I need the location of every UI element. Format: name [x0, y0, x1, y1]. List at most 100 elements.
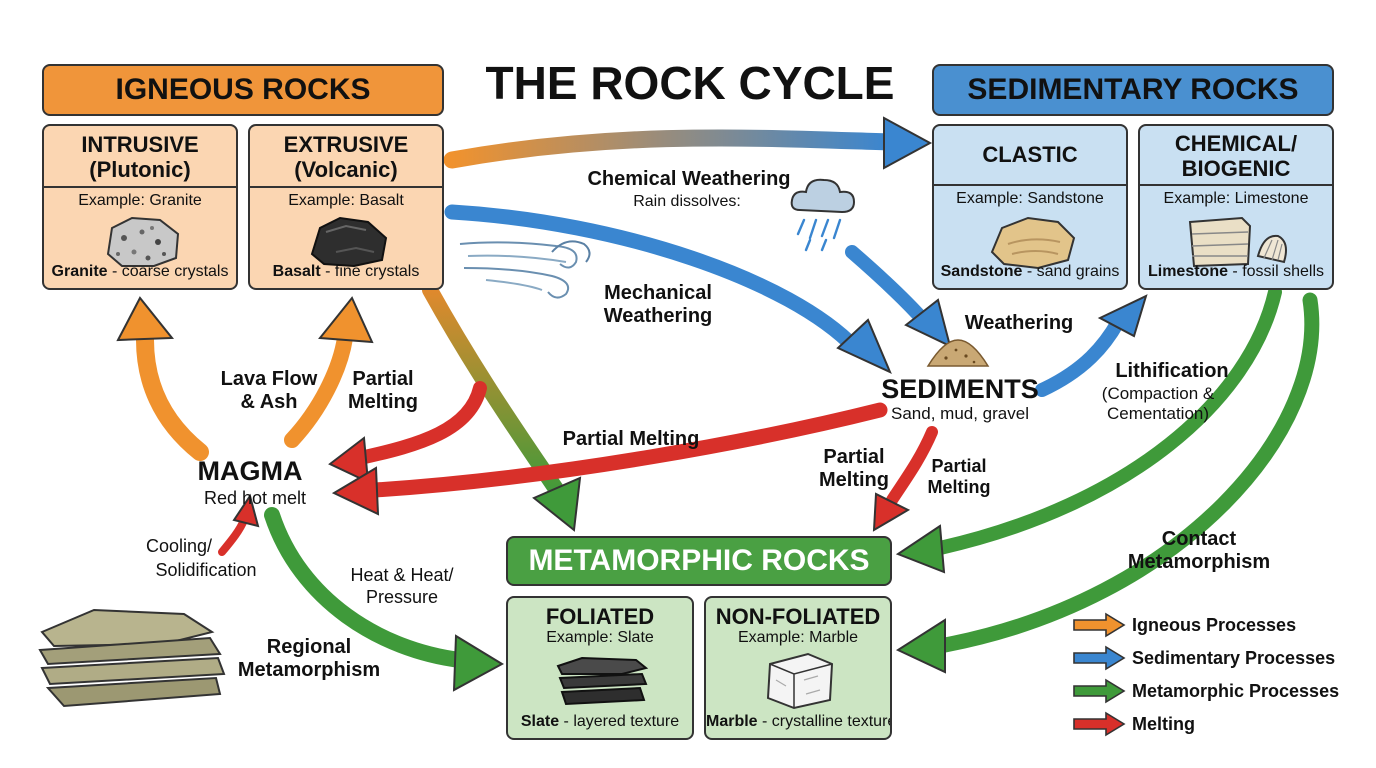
chemical-example: Example: Limestone: [1163, 190, 1309, 207]
extrusive-title: EXTRUSIVE (Volcanic): [250, 126, 442, 188]
extrusive-title-line2: (Volcanic): [294, 157, 398, 182]
label-weathering: Weathering: [964, 312, 1074, 334]
label-partial-b-line2: Melting: [819, 469, 889, 491]
clastic-card: CLASTIC Example: Sandstone Sandstone - s…: [932, 124, 1128, 290]
label-partial-a-line1: Partial: [352, 368, 414, 390]
metamorphic-header: METAMORPHIC ROCKS: [506, 536, 892, 586]
clastic-title: CLASTIC: [934, 126, 1126, 186]
sediments-title: SEDIMENTS: [881, 374, 1039, 404]
label-lava-flow: Lava Flow & Ash: [214, 368, 324, 414]
arrowhead-igneous-to-metamorphic: [532, 476, 582, 532]
granite-rock-icon: [106, 216, 180, 267]
arrowhead-igneous-to-sedimentary: [883, 116, 933, 170]
intrusive-title: INTRUSIVE (Plutonic): [44, 126, 236, 188]
legend-arrow-metamorphic-icon: [1073, 678, 1126, 704]
arrowhead-extrusive-to-sediments: [836, 318, 892, 374]
arrowhead-contact-metamorphism: [895, 618, 946, 674]
label-partial-melting-c: Partial Melting: [920, 456, 998, 498]
label-heat-line1: Heat & Heat/: [350, 565, 454, 585]
basalt-rock-icon: [310, 216, 388, 268]
magma-subtitle: Red hot melt: [203, 488, 307, 508]
limestone-rock-icon: [1188, 216, 1287, 268]
clastic-caption: Sandstone - sand grains: [934, 263, 1126, 281]
label-partial-melting-b: Partial Melting: [812, 446, 896, 492]
foliated-caption: Slate - layered texture: [508, 713, 692, 731]
arrow-igneous-to-sedimentary: [443, 129, 899, 169]
label-contact-line1: Contact: [1161, 528, 1237, 550]
chemical-caption-bold: Limestone: [1147, 263, 1228, 280]
arrow-partial-melting-igneous: [353, 381, 487, 465]
legend-label-metamorphic: Metamorphic Processes: [1132, 680, 1340, 701]
extrusive-title-line1: EXTRUSIVE: [283, 132, 409, 157]
layered-rock-illustration: [38, 608, 226, 708]
arrow-magma-to-intrusive: [136, 331, 209, 461]
arrowhead-magma-to-extrusive: [318, 296, 374, 344]
label-compaction: (Compaction & Cementation): [1098, 384, 1218, 424]
chemical-biogenic-card: CHEMICAL/ BIOGENIC Example: Limestone Li…: [1138, 124, 1334, 290]
legend-label-igneous: Igneous Processes: [1132, 614, 1297, 635]
extrusive-example: Example: Basalt: [288, 192, 404, 209]
label-lava-line2: & Ash: [240, 391, 298, 413]
label-cooling-line2: Solidification: [155, 560, 257, 580]
clastic-caption-rest: - sand grains: [1022, 263, 1120, 280]
nonfoliated-example: Example: Marble: [737, 629, 859, 646]
label-partial-melting-a: Partial Melting: [340, 368, 426, 414]
extrusive-caption: Basalt - fine crystals: [250, 263, 442, 281]
extrusive-caption-bold: Basalt: [272, 263, 321, 280]
arrowhead-magma-to-intrusive: [116, 296, 175, 342]
rain-cloud-icon: [790, 178, 856, 252]
label-rain-dissolves: Rain dissolves:: [633, 193, 741, 210]
arrowhead-partial-melting-long: [331, 466, 380, 516]
label-partial-c-line1: Partial: [931, 456, 987, 476]
arrowhead-cooling: [232, 493, 260, 528]
nonfoliated-caption-rest: - crystalline texture: [757, 713, 892, 730]
legend-arrow-igneous-icon: [1073, 612, 1126, 638]
label-cooling: Cooling/ Solidification: [140, 534, 272, 582]
slate-rock-icon: [556, 656, 649, 706]
label-regional-line2: Metamorphism: [237, 659, 381, 681]
nonfoliated-caption: Marble - crystalline texture: [706, 713, 890, 731]
chemical-title: CHEMICAL/ BIOGENIC: [1140, 126, 1332, 186]
label-compaction-line2: Cementation): [1106, 404, 1210, 423]
arrow-sedimentary-to-metamorphic: [933, 285, 1282, 555]
label-lithification: Lithification: [1115, 360, 1229, 382]
intrusive-caption: Granite - coarse crystals: [44, 263, 236, 281]
label-regional-line1: Regional: [266, 636, 352, 658]
label-mechanical-line1: Mechanical: [604, 282, 712, 304]
legend-label-melting: Melting: [1132, 713, 1195, 734]
arrowhead-rain-to-sediments: [904, 298, 952, 348]
intrusive-caption-bold: Granite: [51, 263, 108, 280]
label-contact-metamorphism: Contact Metamorphism: [1124, 528, 1274, 574]
sediment-pile-icon: [926, 339, 990, 367]
label-cooling-line1: Cooling/: [146, 536, 213, 556]
sandstone-rock-icon: [990, 216, 1076, 270]
foliated-caption-rest: - layered texture: [559, 713, 680, 730]
wind-icon: [459, 240, 591, 299]
legend-melting: Melting: [1072, 711, 1195, 737]
intrusive-title-line1: INTRUSIVE: [81, 132, 199, 157]
intrusive-title-line2: (Plutonic): [89, 157, 191, 182]
intrusive-card: INTRUSIVE (Plutonic) Example: Granite Gr…: [42, 124, 238, 290]
arrow-magma-to-extrusive: [284, 330, 353, 448]
arrow-contact-metamorphism: [937, 292, 1320, 653]
arrowhead-regional-metamorphism: [452, 634, 505, 692]
label-contact-line2: Metamorphism: [1127, 551, 1271, 573]
label-chemical-weathering: Chemical Weathering: [587, 168, 791, 190]
foliated-card: FOLIATED Example: Slate Slate - layered …: [506, 596, 694, 740]
arrow-igneous-to-metamorphic: [422, 282, 568, 503]
legend-label-sedimentary: Sedimentary Processes: [1132, 647, 1336, 668]
arrow-partial-melting-long: [367, 402, 888, 498]
legend-igneous: Igneous Processes: [1072, 612, 1296, 638]
label-partial-a-line2: Melting: [348, 391, 418, 413]
nonfoliated-caption-bold: Marble: [706, 713, 758, 730]
extrusive-caption-rest: - fine crystals: [320, 263, 420, 280]
label-heat-pressure: Heat & Heat/ Pressure: [344, 564, 460, 608]
sedimentary-header: SEDIMENTARY ROCKS: [932, 64, 1334, 116]
legend-arrow-melting-icon: [1073, 711, 1126, 737]
diagram-title: THE ROCK CYCLE: [485, 57, 895, 109]
chemical-caption-rest: - fossil shells: [1227, 263, 1325, 280]
label-partial-melting-long: Partial Melting: [562, 428, 700, 450]
label-compaction-line1: (Compaction &: [1101, 384, 1215, 403]
